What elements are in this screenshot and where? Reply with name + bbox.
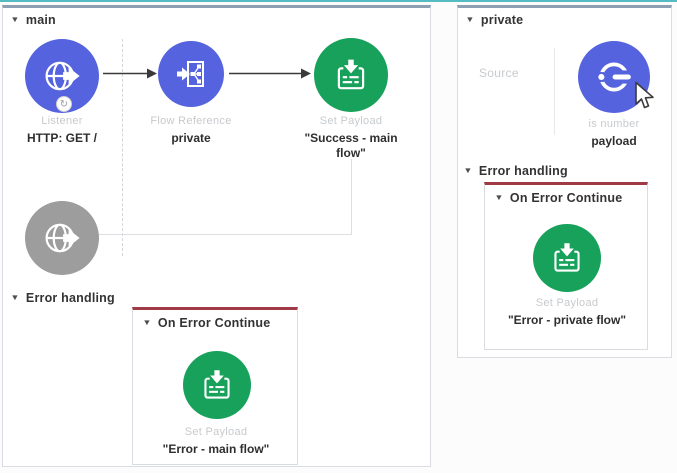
source-section-divider xyxy=(122,39,123,256)
component-name-label: HTTP: GET / xyxy=(27,130,97,145)
globe-arrow-icon xyxy=(45,223,80,253)
flow-container-main[interactable]: ▼ main ↻ Listener HTTP: GET / xyxy=(2,5,431,467)
component-name-label: private xyxy=(171,130,211,145)
collapse-triangle-icon[interactable]: ▼ xyxy=(494,193,504,202)
flow-reference-component[interactable] xyxy=(158,41,224,107)
power-dot-icon xyxy=(595,62,632,92)
component-type-label: Set Payload xyxy=(184,426,248,438)
component-type-label: Listener xyxy=(41,115,83,127)
set-payload-component[interactable] xyxy=(183,351,251,419)
flow-header-private[interactable]: ▼ private xyxy=(465,13,524,27)
collapse-triangle-icon[interactable]: ▼ xyxy=(463,166,473,175)
on-error-header[interactable]: ▼ On Error Continue xyxy=(142,316,271,330)
set-payload-component[interactable] xyxy=(314,38,388,112)
component-type-label: Set Payload xyxy=(319,115,383,127)
set-payload-labels: Set Payload "Error - main flow" xyxy=(154,426,278,457)
flow-container-private[interactable]: ▼ private Source is number payload ▼ Err… xyxy=(457,5,672,358)
error-handling-header-private[interactable]: ▼ Error handling xyxy=(463,164,568,178)
disabled-listener-component[interactable] xyxy=(25,201,99,275)
document-down-arrow-icon xyxy=(554,243,580,272)
connector-vertical xyxy=(351,159,352,235)
flow-arrow xyxy=(229,68,311,79)
component-name-label: "Error - main flow" xyxy=(162,441,270,456)
component-type-label: Flow Reference xyxy=(150,115,232,127)
listener-source-badge[interactable]: ↻ xyxy=(56,96,72,112)
flow-title: main xyxy=(25,13,56,27)
component-type-label: is number xyxy=(588,118,640,130)
refresh-icon: ↻ xyxy=(59,98,69,110)
collapse-triangle-icon[interactable]: ▼ xyxy=(142,318,152,327)
on-error-continue-scope-private[interactable]: ▼ On Error Continue Set Payload "Error -… xyxy=(484,182,648,350)
collapse-triangle-icon[interactable]: ▼ xyxy=(10,15,20,24)
mouse-pointer xyxy=(635,81,654,109)
globe-arrow-icon xyxy=(45,61,80,91)
canvas-top-edge xyxy=(0,0,677,2)
source-section-divider xyxy=(554,48,555,135)
listener-labels: Listener HTTP: GET / xyxy=(2,115,122,146)
on-error-header[interactable]: ▼ On Error Continue xyxy=(494,191,623,205)
set-payload-component[interactable] xyxy=(533,224,601,292)
collapse-triangle-icon[interactable]: ▼ xyxy=(465,15,475,24)
flow-title: private xyxy=(480,13,524,27)
document-down-arrow-icon xyxy=(337,59,365,90)
error-handling-title: Error handling xyxy=(478,164,568,178)
flow-reference-labels: Flow Reference private xyxy=(131,115,251,146)
on-error-continue-scope-main[interactable]: ▼ On Error Continue Set Payload "Error -… xyxy=(132,307,298,465)
component-name-label: "Error - private flow" xyxy=(507,312,627,327)
source-section-label: Source xyxy=(479,66,519,80)
error-handling-header-main[interactable]: ▼ Error handling xyxy=(10,291,115,305)
is-number-component[interactable] xyxy=(578,41,650,113)
flow-arrow xyxy=(103,68,157,79)
is-number-labels: is number payload xyxy=(554,118,674,149)
collapse-triangle-icon[interactable]: ▼ xyxy=(10,293,20,302)
set-payload-labels: Set Payload "Success - main flow" xyxy=(289,115,413,161)
flow-header-main[interactable]: ▼ main xyxy=(10,13,56,27)
on-error-title: On Error Continue xyxy=(157,316,271,330)
connector-horizontal xyxy=(99,234,352,235)
document-down-arrow-icon xyxy=(204,370,230,399)
error-handling-title: Error handling xyxy=(25,291,115,305)
component-name-label: payload xyxy=(591,133,637,148)
set-payload-labels: Set Payload "Error - private flow" xyxy=(505,297,629,328)
flow-tree-icon xyxy=(177,61,204,87)
on-error-title: On Error Continue xyxy=(509,191,623,205)
component-name-label: "Success - main flow" xyxy=(304,130,398,160)
component-type-label: Set Payload xyxy=(535,297,599,309)
